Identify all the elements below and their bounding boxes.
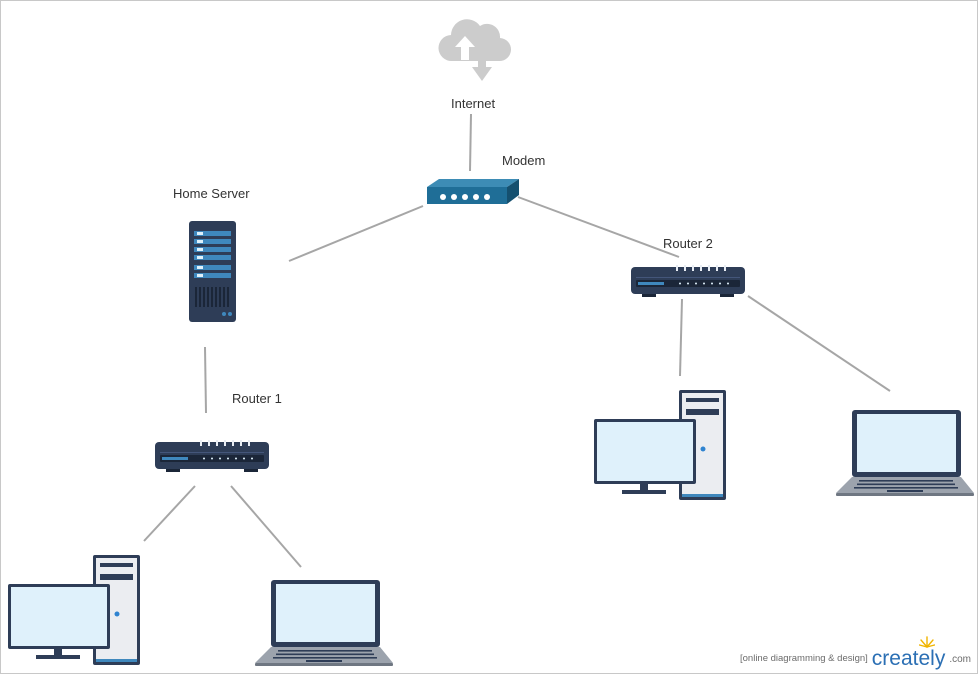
link-router-2-desktop-2: [679, 298, 683, 377]
laptop-icon[interactable]: [254, 579, 394, 666]
modem-icon[interactable]: [425, 177, 521, 207]
home-server-label: Home Server: [173, 186, 250, 201]
link-modem-router-2: [517, 196, 680, 258]
link-home-server-router-1: [204, 346, 207, 414]
server-tower-icon[interactable]: [189, 221, 236, 322]
watermark-suffix: .com: [949, 654, 971, 665]
router-icon[interactable]: [629, 264, 747, 298]
sun-icon: [918, 636, 935, 648]
laptop-icon[interactable]: [835, 409, 975, 496]
creately-watermark: [online diagramming & design] creately .…: [740, 636, 971, 670]
router-icon[interactable]: [154, 439, 270, 473]
internet-label: Internet: [451, 96, 496, 111]
watermark-tagline: [online diagramming & design]: [740, 653, 868, 664]
link-router-2-laptop-2: [747, 295, 891, 392]
link-router-1-laptop-1: [230, 485, 302, 568]
link-internet-modem: [469, 113, 472, 172]
desktop-computer-icon[interactable]: [594, 390, 728, 502]
modem-label: Modem: [502, 153, 546, 168]
link-modem-home-server: [288, 205, 424, 262]
router-1-label: Router 1: [232, 391, 282, 406]
router-2-label: Router 2: [663, 236, 713, 251]
cloud-upload-download-icon: [438, 19, 512, 81]
desktop-computer-icon[interactable]: [8, 555, 142, 667]
link-router-1-desktop-1: [143, 485, 196, 542]
watermark-brand-text: creately: [871, 647, 946, 670]
watermark-brand: creately: [871, 636, 946, 670]
